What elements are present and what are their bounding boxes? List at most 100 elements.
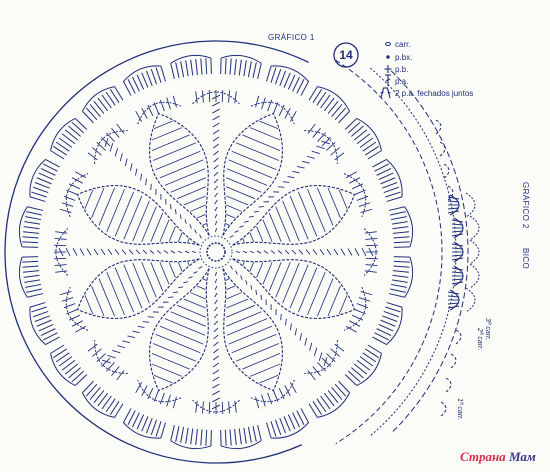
fan-stitch bbox=[308, 86, 318, 101]
chain-spoke bbox=[212, 383, 220, 389]
border-row-3 bbox=[390, 70, 469, 434]
fan-stitch bbox=[36, 319, 52, 327]
chain-spoke bbox=[280, 313, 282, 321]
fan-stitch bbox=[101, 395, 112, 410]
petal-edge bbox=[232, 258, 355, 320]
petal-stitch-row bbox=[98, 278, 115, 317]
fan-stitch bbox=[136, 74, 145, 90]
scallop-stitch bbox=[55, 270, 68, 273]
chain-spoke bbox=[319, 249, 325, 256]
petal-stitch-row bbox=[297, 267, 318, 313]
fan-top-arc bbox=[404, 206, 414, 248]
fan-top-arc bbox=[170, 440, 212, 450]
scallop-stitch bbox=[447, 210, 460, 214]
chain-spoke bbox=[212, 362, 220, 368]
chain-spoke bbox=[112, 350, 121, 354]
chain-spoke bbox=[212, 108, 220, 114]
scallop-stitch bbox=[255, 396, 260, 409]
fan-stitch bbox=[334, 383, 347, 397]
petal-stitch-row bbox=[226, 318, 268, 336]
chain-spoke bbox=[150, 183, 152, 191]
scallop-stitch bbox=[334, 343, 345, 352]
fan-stitch bbox=[393, 260, 410, 263]
chain-spoke bbox=[193, 271, 198, 274]
fan-stitch bbox=[347, 121, 361, 134]
svg-text:Страна Мам: Страна Мам bbox=[460, 449, 536, 464]
fan-stitch bbox=[31, 191, 47, 198]
scallop-stitch bbox=[451, 281, 464, 285]
scallop-stitch bbox=[59, 291, 72, 296]
fan-stitch bbox=[160, 65, 166, 82]
scallop-stitch bbox=[75, 171, 86, 179]
fan-stitch bbox=[327, 390, 339, 404]
scallop-stitch bbox=[234, 91, 237, 104]
fan-stitch bbox=[24, 221, 41, 225]
fan-stitch bbox=[378, 323, 394, 332]
petal bbox=[76, 137, 202, 246]
mid-scallop bbox=[59, 286, 89, 333]
petal-stitch-row bbox=[228, 159, 273, 179]
outer-fan bbox=[344, 118, 382, 160]
fan-stitch bbox=[252, 426, 257, 442]
petal-stitch-row bbox=[91, 285, 105, 317]
fan-top-arc bbox=[386, 159, 403, 197]
chain-spoke bbox=[140, 173, 143, 181]
fan-stitch bbox=[190, 59, 194, 76]
chain-spoke bbox=[318, 352, 323, 361]
scallop-stitch bbox=[349, 177, 361, 184]
scallop-stitch bbox=[153, 102, 160, 114]
petal-stitch-row bbox=[155, 150, 201, 171]
fan-stitch bbox=[243, 60, 247, 77]
fan-stitch bbox=[89, 104, 101, 117]
scallop-picot bbox=[465, 287, 476, 313]
scallop-stitch bbox=[289, 382, 297, 393]
fan-stitch bbox=[190, 428, 194, 445]
petal-stitch-row bbox=[106, 272, 125, 316]
fan-top-arc bbox=[356, 353, 382, 386]
chain-spoke bbox=[121, 249, 127, 255]
fan-stitch bbox=[374, 163, 390, 172]
fan-stitch bbox=[40, 168, 56, 176]
chain-spoke bbox=[93, 248, 99, 256]
chain-spoke bbox=[285, 318, 287, 326]
chain-spoke bbox=[183, 281, 188, 284]
scallop-stitch bbox=[96, 353, 106, 362]
chain-spoke bbox=[240, 275, 243, 280]
scallop-stitch bbox=[228, 401, 231, 414]
fan-stitch bbox=[374, 332, 390, 341]
legend-item-slip-stitch: p.bx. bbox=[386, 53, 412, 62]
fan-stitch bbox=[97, 392, 109, 407]
fan-stitch bbox=[338, 110, 350, 124]
scallop-stitch bbox=[91, 147, 102, 156]
border-chart bbox=[335, 59, 480, 445]
fan-stitch bbox=[114, 86, 124, 101]
petal-stitch-row bbox=[170, 311, 206, 327]
fan-stitch bbox=[185, 427, 189, 444]
scallop-stitch bbox=[147, 104, 154, 117]
fan-top-arc bbox=[271, 422, 309, 439]
outer-fan bbox=[82, 380, 124, 418]
petal-stitch-row bbox=[152, 142, 196, 161]
chain-spoke bbox=[213, 320, 219, 326]
fan-stitch bbox=[29, 196, 46, 202]
petal bbox=[101, 266, 210, 392]
fan-stitch bbox=[378, 172, 394, 181]
scallop-stitch bbox=[326, 353, 336, 362]
fan-stitch bbox=[23, 226, 40, 230]
border-chain-arch bbox=[435, 119, 442, 135]
mid-scallop bbox=[192, 90, 240, 105]
fan-stitch bbox=[344, 118, 358, 130]
fan-stitch bbox=[354, 363, 368, 375]
chain-spoke bbox=[214, 199, 218, 205]
petal-edge bbox=[222, 112, 274, 236]
petal-stitch-row bbox=[236, 343, 280, 362]
petal-stitch-row bbox=[289, 264, 309, 309]
petal-stitch-row bbox=[256, 226, 264, 242]
fan-stitch bbox=[266, 65, 272, 82]
petal-stitch-row bbox=[242, 261, 245, 266]
petal-stitch-row bbox=[259, 374, 279, 384]
scallop-stitch bbox=[267, 99, 273, 112]
chain-spoke bbox=[214, 292, 218, 298]
scallop-stitch bbox=[87, 343, 98, 352]
